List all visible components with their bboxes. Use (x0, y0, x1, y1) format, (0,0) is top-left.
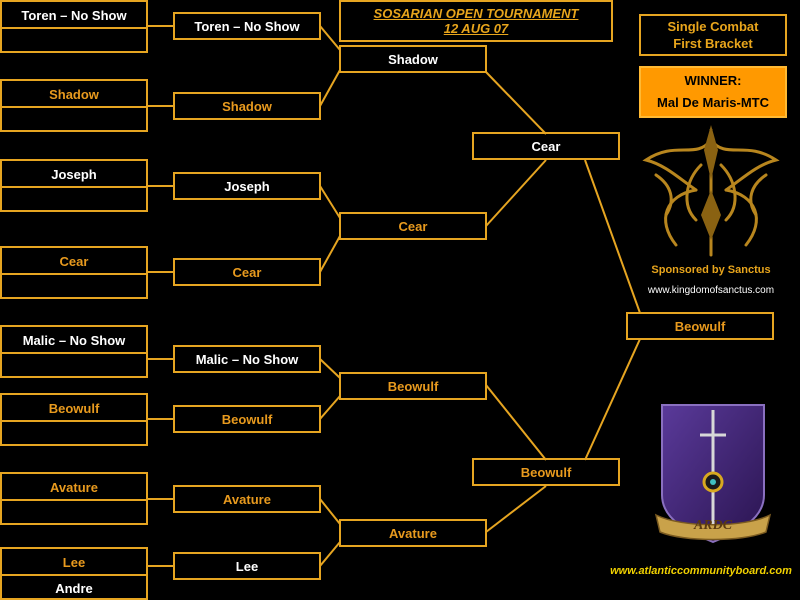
round2-slot-3: Joseph (173, 172, 321, 200)
round1-player-toren: Toren – No Show (21, 7, 127, 23)
winner-label: WINNER: (684, 73, 742, 88)
round1-match-4: Cear (0, 246, 148, 299)
round2-slot-8: Lee (173, 552, 321, 580)
round1-match-7: Avature (0, 472, 148, 525)
round1-player-cear: Cear (59, 253, 89, 269)
tournament-title: SOSARIAN OPEN TOURNAMENT 12 AUG 07 (339, 0, 613, 42)
round3-slot-4: Avature (339, 519, 487, 547)
round2-slot-5: Malic – No Show (173, 345, 321, 373)
round1-match-5: Malic – No Show (0, 325, 148, 378)
round2-slot-7: Avature (173, 485, 321, 513)
round1-match-1: Toren – No Show (0, 0, 148, 53)
round2-slot-1: Toren – No Show (173, 12, 321, 40)
round4-slot-2: Beowulf (472, 458, 620, 486)
round1-match-3: Joseph (0, 159, 148, 212)
round1-match-8: Lee Andre (0, 547, 148, 600)
sponsor-url[interactable]: www.kingdomofsanctus.com (647, 285, 775, 296)
round1-match-2: Shadow (0, 79, 148, 132)
sponsor-text: Sponsored by Sanctus (651, 264, 771, 276)
footer-url[interactable]: www.atlanticcommunityboard.com (610, 565, 792, 577)
tribal-emblem-icon (642, 125, 780, 257)
bracket-label: Single Combat First Bracket (639, 14, 787, 56)
bracket-label-line1: Single Combat (667, 19, 759, 34)
round1-match-6: Beowulf (0, 393, 148, 446)
round1-player-joseph: Joseph (51, 166, 97, 182)
tournament-name: SOSARIAN OPEN TOURNAMENT (373, 6, 579, 21)
round3-slot-1: Shadow (339, 45, 487, 73)
round2-slot-4: Cear (173, 258, 321, 286)
round3-slot-2: Cear (339, 212, 487, 240)
round1-player-malic: Malic – No Show (22, 332, 126, 348)
round4-slot-1: Cear (472, 132, 620, 160)
round1-player-shadow: Shadow (49, 86, 99, 102)
tournament-date: 12 AUG 07 (443, 21, 509, 36)
round1-player-beowulf: Beowulf (48, 400, 100, 416)
round2-slot-6: Beowulf (173, 405, 321, 433)
winner-name: Mal De Maris-MTC (657, 95, 769, 110)
shield-icon (654, 404, 772, 544)
bracket-label-line2: First Bracket (673, 36, 753, 51)
round1-player-andre: Andre (55, 580, 93, 596)
ardc-logo: ARDC (652, 400, 774, 552)
round1-player-lee: Lee (62, 554, 86, 570)
round3-slot-3: Beowulf (339, 372, 487, 400)
round2-slot-2: Shadow (173, 92, 321, 120)
final-slot: Beowulf (626, 312, 774, 340)
winner-box: WINNER: Mal De Maris-MTC (639, 66, 787, 118)
round1-player-avature: Avature (50, 479, 98, 495)
logo-text: ARDC (693, 518, 733, 533)
